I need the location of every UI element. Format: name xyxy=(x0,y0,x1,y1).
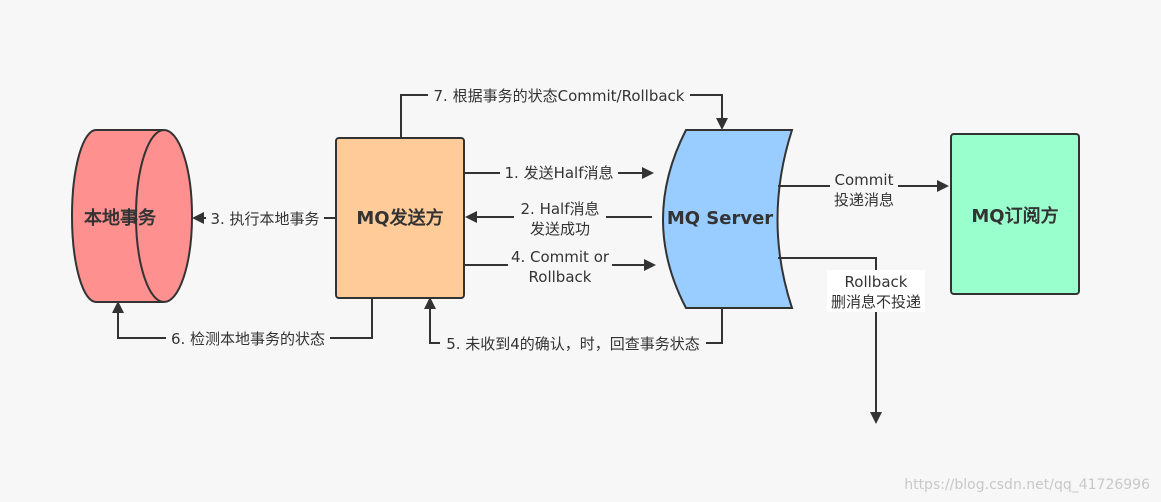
step7-label: 7. 根据事务的状态Commit/Rollback xyxy=(434,87,685,105)
edge-step5: 5. 未收到4的确认，时，回查事务状态 xyxy=(424,297,723,355)
step2-label-line1: 2. Half消息 xyxy=(521,200,600,218)
subscriber-label: MQ订阅方 xyxy=(971,205,1058,227)
step4-label-line1: 4. Commit or xyxy=(511,248,610,266)
edge-step1: 1. 发送Half消息 xyxy=(465,162,654,184)
edge-step2: 2. Half消息 发送成功 xyxy=(465,198,652,240)
edge-step7: 7. 根据事务的状态Commit/Rollback xyxy=(400,85,728,137)
edge-step3: 3. 执行本地事务 xyxy=(192,208,335,230)
edge-step4: 4. Commit or Rollback xyxy=(465,246,656,288)
edge-rollback: Rollback 删消息不投递 xyxy=(778,257,925,424)
rollback-label-line2: 删消息不投递 xyxy=(831,293,921,311)
commit-label-line1: Commit xyxy=(835,171,894,189)
producer-node[interactable]: MQ发送方 xyxy=(335,137,465,299)
edge-step6: 6. 检测本地事务的状态 xyxy=(112,299,373,350)
subscriber-node[interactable]: MQ订阅方 xyxy=(950,133,1080,295)
step2-label-line2: 发送成功 xyxy=(530,220,590,238)
producer-box xyxy=(335,137,465,299)
step5-label: 5. 未收到4的确认，时，回查事务状态 xyxy=(446,335,700,353)
subscriber-box xyxy=(950,133,1080,295)
commit-label-line2: 投递消息 xyxy=(834,191,894,209)
local-transaction-node[interactable]: 本地事务 xyxy=(71,129,193,303)
step6-label: 6. 检测本地事务的状态 xyxy=(171,330,325,348)
local-transaction-shape-rim xyxy=(135,129,165,303)
mq-server-node[interactable]: MQ Server xyxy=(662,129,794,309)
step4-label-line2: Rollback xyxy=(529,268,592,286)
watermark-text: https://blog.csdn.net/qq_41726996 xyxy=(904,477,1150,493)
rollback-label-line1: Rollback xyxy=(845,273,908,291)
edge-commit: Commit 投递消息 xyxy=(778,168,949,210)
step3-label: 3. 执行本地事务 xyxy=(210,210,319,228)
mq-server-label: MQ Server xyxy=(667,208,773,229)
local-transaction-label: 本地事务 xyxy=(84,207,157,229)
step1-label: 1. 发送Half消息 xyxy=(505,164,614,182)
producer-label: MQ发送方 xyxy=(356,207,443,229)
mq-server-shape xyxy=(662,129,794,309)
